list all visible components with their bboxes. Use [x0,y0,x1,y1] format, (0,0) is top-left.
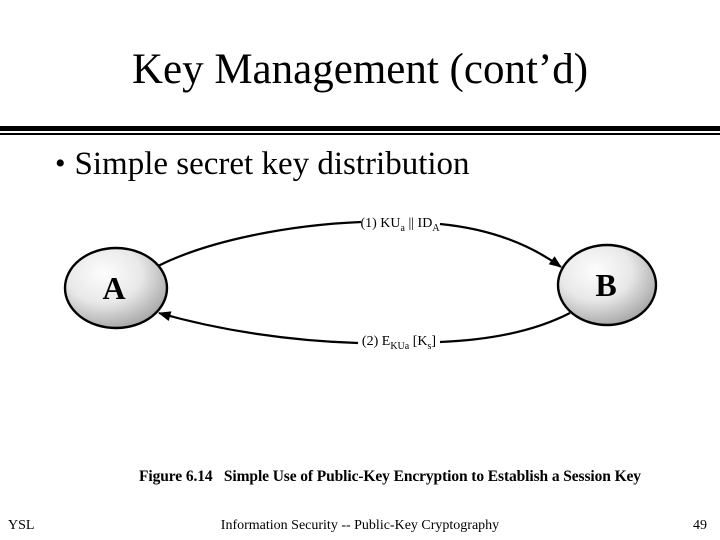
bullet-marker: • [55,147,66,180]
bullet-text: Simple secret key distribution [74,146,470,182]
figure-diagram: A B (1) KUa || IDA (2) EKUa [Ks] [63,216,658,352]
title-rule-thick [0,126,720,131]
node-b-label: B [595,267,616,303]
msg2-label: (2) EKUa [Ks] [362,334,436,352]
msg1-label: (1) KUa || IDA [360,216,440,234]
footer-page-number: 49 [693,518,707,533]
arrow-msg1-right-segment [439,222,562,268]
node-a-shape [63,246,169,330]
footer-author: YSL [8,518,35,533]
figure-caption: Figure 6.14 Simple Use of Public-Key Enc… [139,468,641,485]
arrow-msg2-left-segment [158,311,359,345]
node-b-shape [556,243,658,327]
title-rule-thin [0,133,720,135]
footer-course-title: Information Security -- Public-Key Crypt… [220,518,500,533]
arrow-msg1-left-segment [157,220,362,267]
slide-title: Key Management (cont’d) [131,46,589,93]
node-a-label: A [102,270,125,306]
arrow-msg2-right-segment [439,312,571,344]
bullet-line: •Simple secret key distribution [55,147,470,181]
